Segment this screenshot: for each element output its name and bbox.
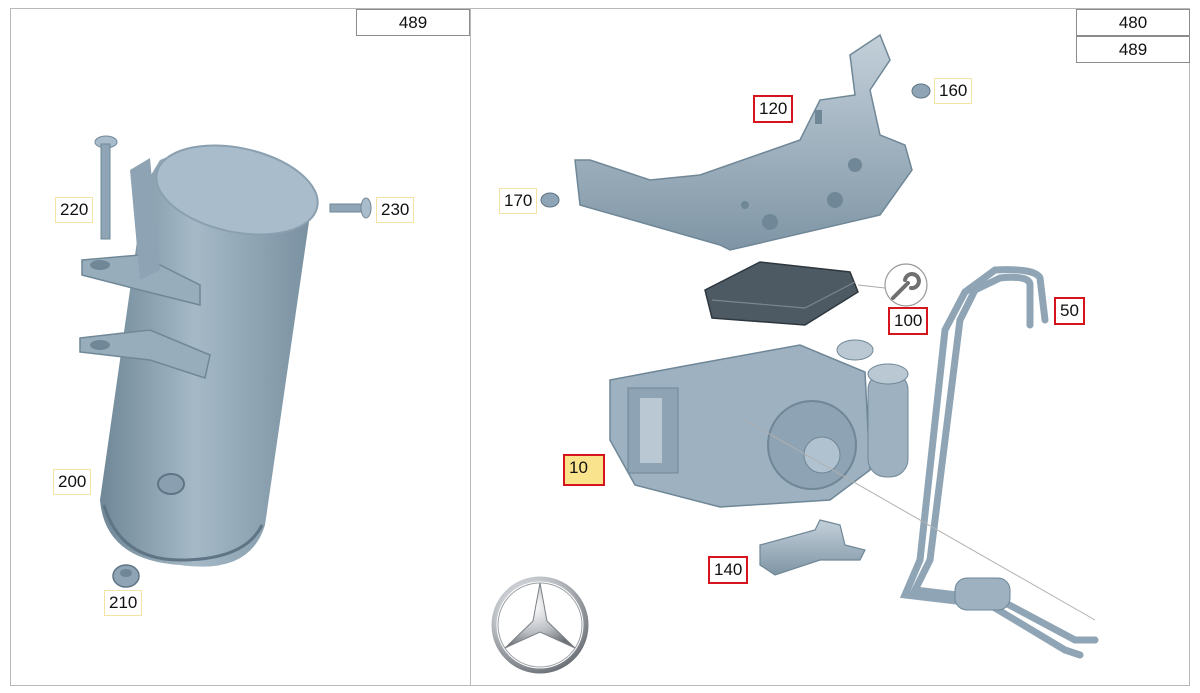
filter-element [954, 577, 1011, 611]
callout-210[interactable]: 210 [104, 590, 143, 616]
callout-140[interactable]: 140 [708, 556, 749, 584]
bolt-230 [329, 197, 372, 219]
panel-divider [470, 8, 471, 686]
wrench-icon [884, 263, 928, 307]
bracket-140 [759, 519, 866, 576]
nut-160 [911, 83, 931, 99]
ref-box-right-480: 480 [1076, 9, 1190, 36]
callout-120[interactable]: 120 [753, 95, 794, 123]
bracket-120 [574, 33, 913, 251]
nut-170 [540, 192, 560, 208]
bolt-220 [94, 135, 118, 240]
ref-box-left-489: 489 [356, 9, 470, 36]
callout-230[interactable]: 230 [376, 197, 415, 223]
callout-10[interactable]: 10 [563, 454, 605, 486]
callout-160[interactable]: 160 [934, 78, 973, 104]
callout-170[interactable]: 170 [499, 188, 538, 214]
callout-100[interactable]: 100 [888, 307, 929, 335]
air-tank-200 [79, 144, 319, 567]
callout-50[interactable]: 50 [1054, 297, 1085, 325]
mercedes-star-logo [491, 576, 589, 674]
hydraulic-unit-10 [609, 339, 909, 508]
ref-box-right-489: 489 [1076, 36, 1190, 63]
nut-210 [112, 564, 140, 588]
control-unit-cover [704, 261, 859, 326]
callout-200[interactable]: 200 [53, 469, 92, 495]
diagram-frame [10, 8, 1190, 686]
callout-220[interactable]: 220 [55, 197, 94, 223]
brake-pipes-50 [899, 266, 1099, 659]
